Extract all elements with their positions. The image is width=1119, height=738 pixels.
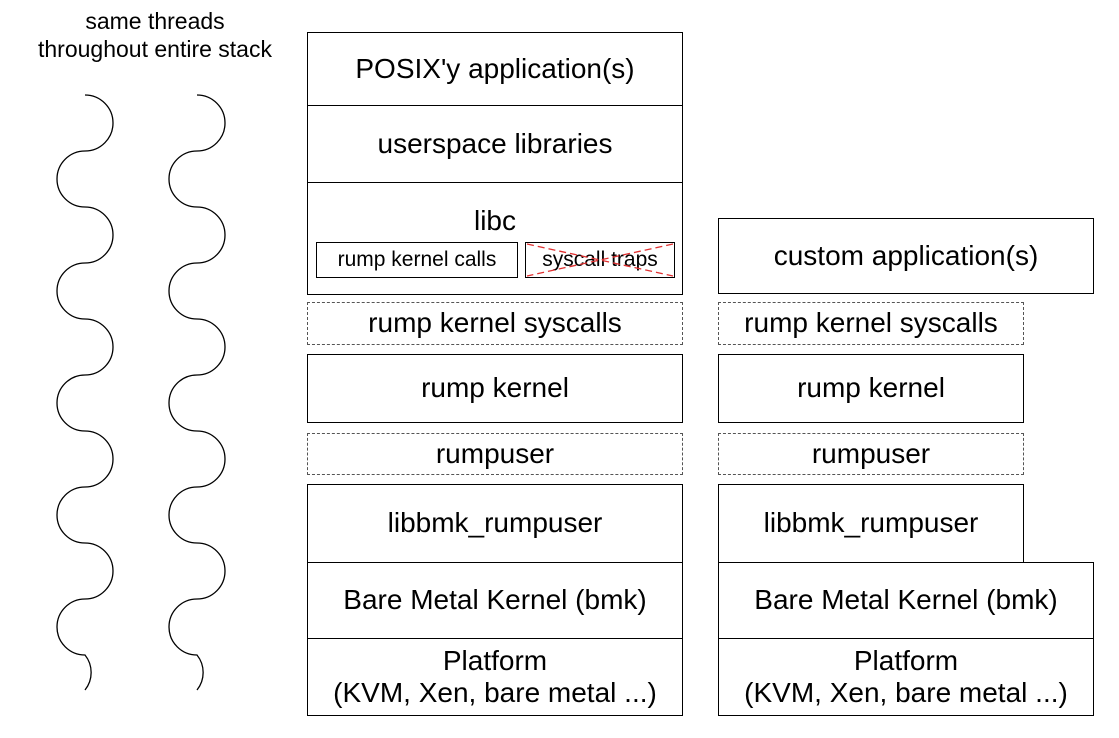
rump-kernel-syscalls-layer-right: rump kernel syscalls [718,302,1024,345]
libc-layer: libc [307,182,683,295]
crossout-icon [526,243,674,277]
platform-detail-right: (KVM, Xen, bare metal ...) [744,677,1068,708]
rump-kernel-layer-left: rump kernel [307,354,683,423]
libc-label: libc [473,205,516,236]
libbmk-rumpuser-layer-left: libbmk_rumpuser [307,484,683,563]
libbmk-rumpuser-layer-right: libbmk_rumpuser [718,484,1024,563]
platform-layer-left: Platform (KVM, Xen, bare metal ...) [307,638,683,716]
bare-metal-kernel-layer-left: Bare Metal Kernel (bmk) [307,562,683,639]
thread-line-1 [56,94,114,691]
bare-metal-kernel-layer-right: Bare Metal Kernel (bmk) [718,562,1094,639]
userspace-libraries-layer: userspace libraries [307,105,683,183]
syscall-traps-box: syscall traps [525,242,675,278]
custom-application-layer: custom application(s) [718,218,1094,294]
thread-lines [56,94,226,691]
platform-label-right: Platform [853,644,959,676]
thread-line-2 [168,94,226,691]
platform-label-left: Platform [442,644,548,676]
platform-detail-left: (KVM, Xen, bare metal ...) [333,677,657,708]
rump-kernel-layer-right: rump kernel [718,354,1024,423]
rump-kernel-calls-box: rump kernel calls [316,242,518,278]
rumpuser-layer-left: rumpuser [307,433,683,475]
platform-layer-right: Platform (KVM, Xen, bare metal ...) [718,638,1094,716]
rump-kernel-syscalls-layer-left: rump kernel syscalls [307,302,683,345]
threads-note: same threads throughout entire stack [38,8,272,62]
posix-application-layer: POSIX'y application(s) [307,32,683,106]
rumpuser-layer-right: rumpuser [718,433,1024,475]
